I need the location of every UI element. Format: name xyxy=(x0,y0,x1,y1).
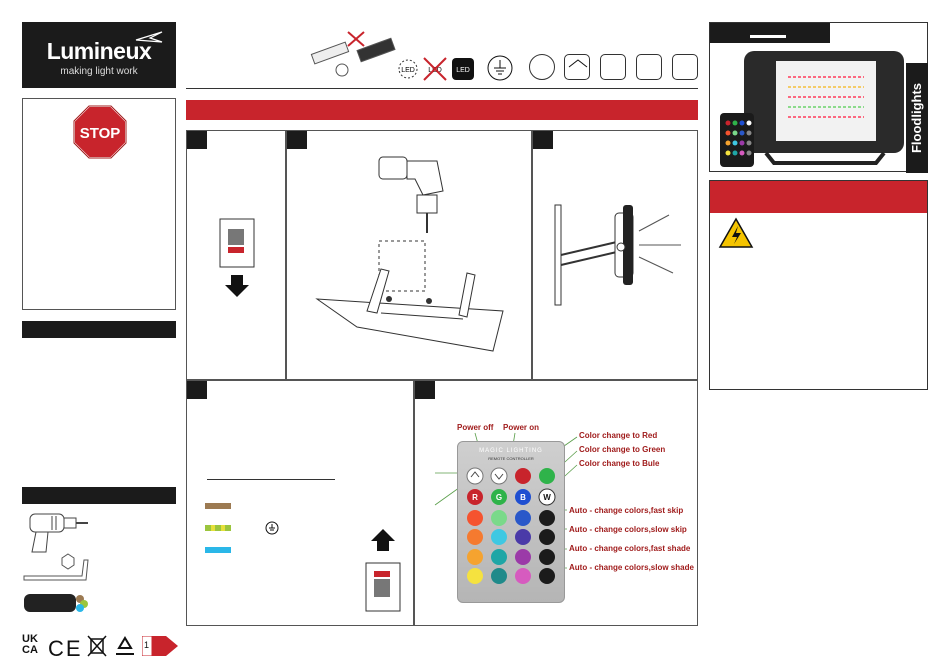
recycle-icon xyxy=(116,636,134,655)
hex-key-icon xyxy=(23,553,89,581)
live-wire-swatch xyxy=(205,503,231,509)
brand-tagline: making light work xyxy=(60,66,138,77)
svg-text:LED: LED xyxy=(428,67,442,74)
stop-sign-icon: STOP xyxy=(73,105,127,159)
step-number-badge xyxy=(287,131,307,149)
logo-swoosh-icon xyxy=(135,31,163,43)
remote-buttons: R G B W xyxy=(466,467,556,584)
callout-power-off: Power off xyxy=(457,423,494,432)
drill-tool-icon xyxy=(29,513,88,553)
svg-text:G: G xyxy=(496,493,502,502)
earth-symbol-icon xyxy=(487,55,513,81)
step-number-badge xyxy=(187,381,207,399)
callout-slow-shade: Auto - change colors,slow shade xyxy=(569,563,694,572)
stop-panel: STOP xyxy=(22,98,176,310)
wall-mount-diagram xyxy=(554,204,681,306)
svg-text:R: R xyxy=(472,493,478,502)
header-divider xyxy=(186,88,698,89)
vertical-title-bar: Floodlights xyxy=(906,63,928,173)
brand-logo: Lumineux making light work xyxy=(22,22,176,88)
remote-color-grid xyxy=(467,510,555,584)
warning-panel xyxy=(709,180,928,390)
ce-mark: CE xyxy=(48,636,83,661)
remote-row-1 xyxy=(466,467,555,485)
earth-wire-swatch xyxy=(205,525,231,531)
brand-name: Lumineux xyxy=(46,38,152,64)
driver-no-icon xyxy=(310,31,396,77)
step-number-badge xyxy=(415,381,435,399)
led-bulb-icon: LED xyxy=(398,59,418,79)
switch-on-icon xyxy=(365,529,401,612)
step-panel-wall-mount xyxy=(532,130,698,380)
callout-green: Color change to Green xyxy=(579,445,666,454)
section-header-bar-tools xyxy=(22,487,176,504)
remote-brand-text: MAGIC LIGHTING xyxy=(479,448,543,454)
callout-fast-skip: Auto - change colors,fast skip xyxy=(569,506,684,515)
svg-text:B: B xyxy=(520,493,526,502)
product-photo-header xyxy=(710,23,830,43)
step-panel-wiring xyxy=(186,380,414,626)
remote-sub-text: REMOTE CONTROLLER xyxy=(488,456,534,461)
callout-blue: Color change to Bule xyxy=(579,459,660,468)
floodlight-product-image xyxy=(720,51,904,167)
step-panel-power-off xyxy=(186,130,286,380)
remote-row-2: R G B W xyxy=(467,488,556,506)
led-crossed-icon: LED xyxy=(423,57,447,81)
high-voltage-warning-icon xyxy=(718,217,754,248)
step-number-badge xyxy=(533,131,553,149)
cable-icon xyxy=(24,594,88,612)
step-panel-remote: Power off Power on MAGIC LIGHTING REMOTE… xyxy=(414,380,698,626)
step-panel-drilling xyxy=(286,130,532,380)
page-number-tab: 1 xyxy=(142,636,178,656)
class-circle-icon xyxy=(529,54,555,80)
drilling-bracket-diagram xyxy=(315,156,504,352)
led-dark-icon: LED xyxy=(452,58,474,80)
remote-control-body: MAGIC LIGHTING REMOTE CONTROLLER R G B W xyxy=(457,441,565,603)
callout-red: Color change to Red xyxy=(579,431,658,440)
neutral-wire-swatch xyxy=(205,547,231,553)
spec-box-icon-2 xyxy=(636,54,662,80)
callout-power-on: Power on xyxy=(503,423,540,432)
vertical-title: Floodlights xyxy=(909,82,924,154)
wiring-table-rule xyxy=(207,479,335,480)
instructions-title-bar xyxy=(186,100,698,120)
spec-box-icon-3 xyxy=(672,54,698,80)
svg-text:LED: LED xyxy=(401,67,415,74)
product-photo-panel: Floodlights xyxy=(709,22,928,173)
svg-text:LED: LED xyxy=(456,67,470,74)
weee-bin-icon xyxy=(87,635,107,657)
spec-box-icon-1 xyxy=(600,54,626,80)
earth-small-icon xyxy=(265,521,279,535)
callout-slow-skip: Auto - change colors,slow skip xyxy=(569,525,687,534)
callout-fast-shade: Auto - change colors,fast shade xyxy=(569,544,691,553)
svg-text:W: W xyxy=(543,493,551,502)
step-number-badge xyxy=(187,131,207,149)
switch-off-icon xyxy=(219,218,255,297)
ip-rating-icon xyxy=(564,54,590,80)
section-header-bar-1 xyxy=(22,321,176,338)
warning-header-bar xyxy=(710,181,927,213)
stop-sign-text: STOP xyxy=(80,125,121,142)
